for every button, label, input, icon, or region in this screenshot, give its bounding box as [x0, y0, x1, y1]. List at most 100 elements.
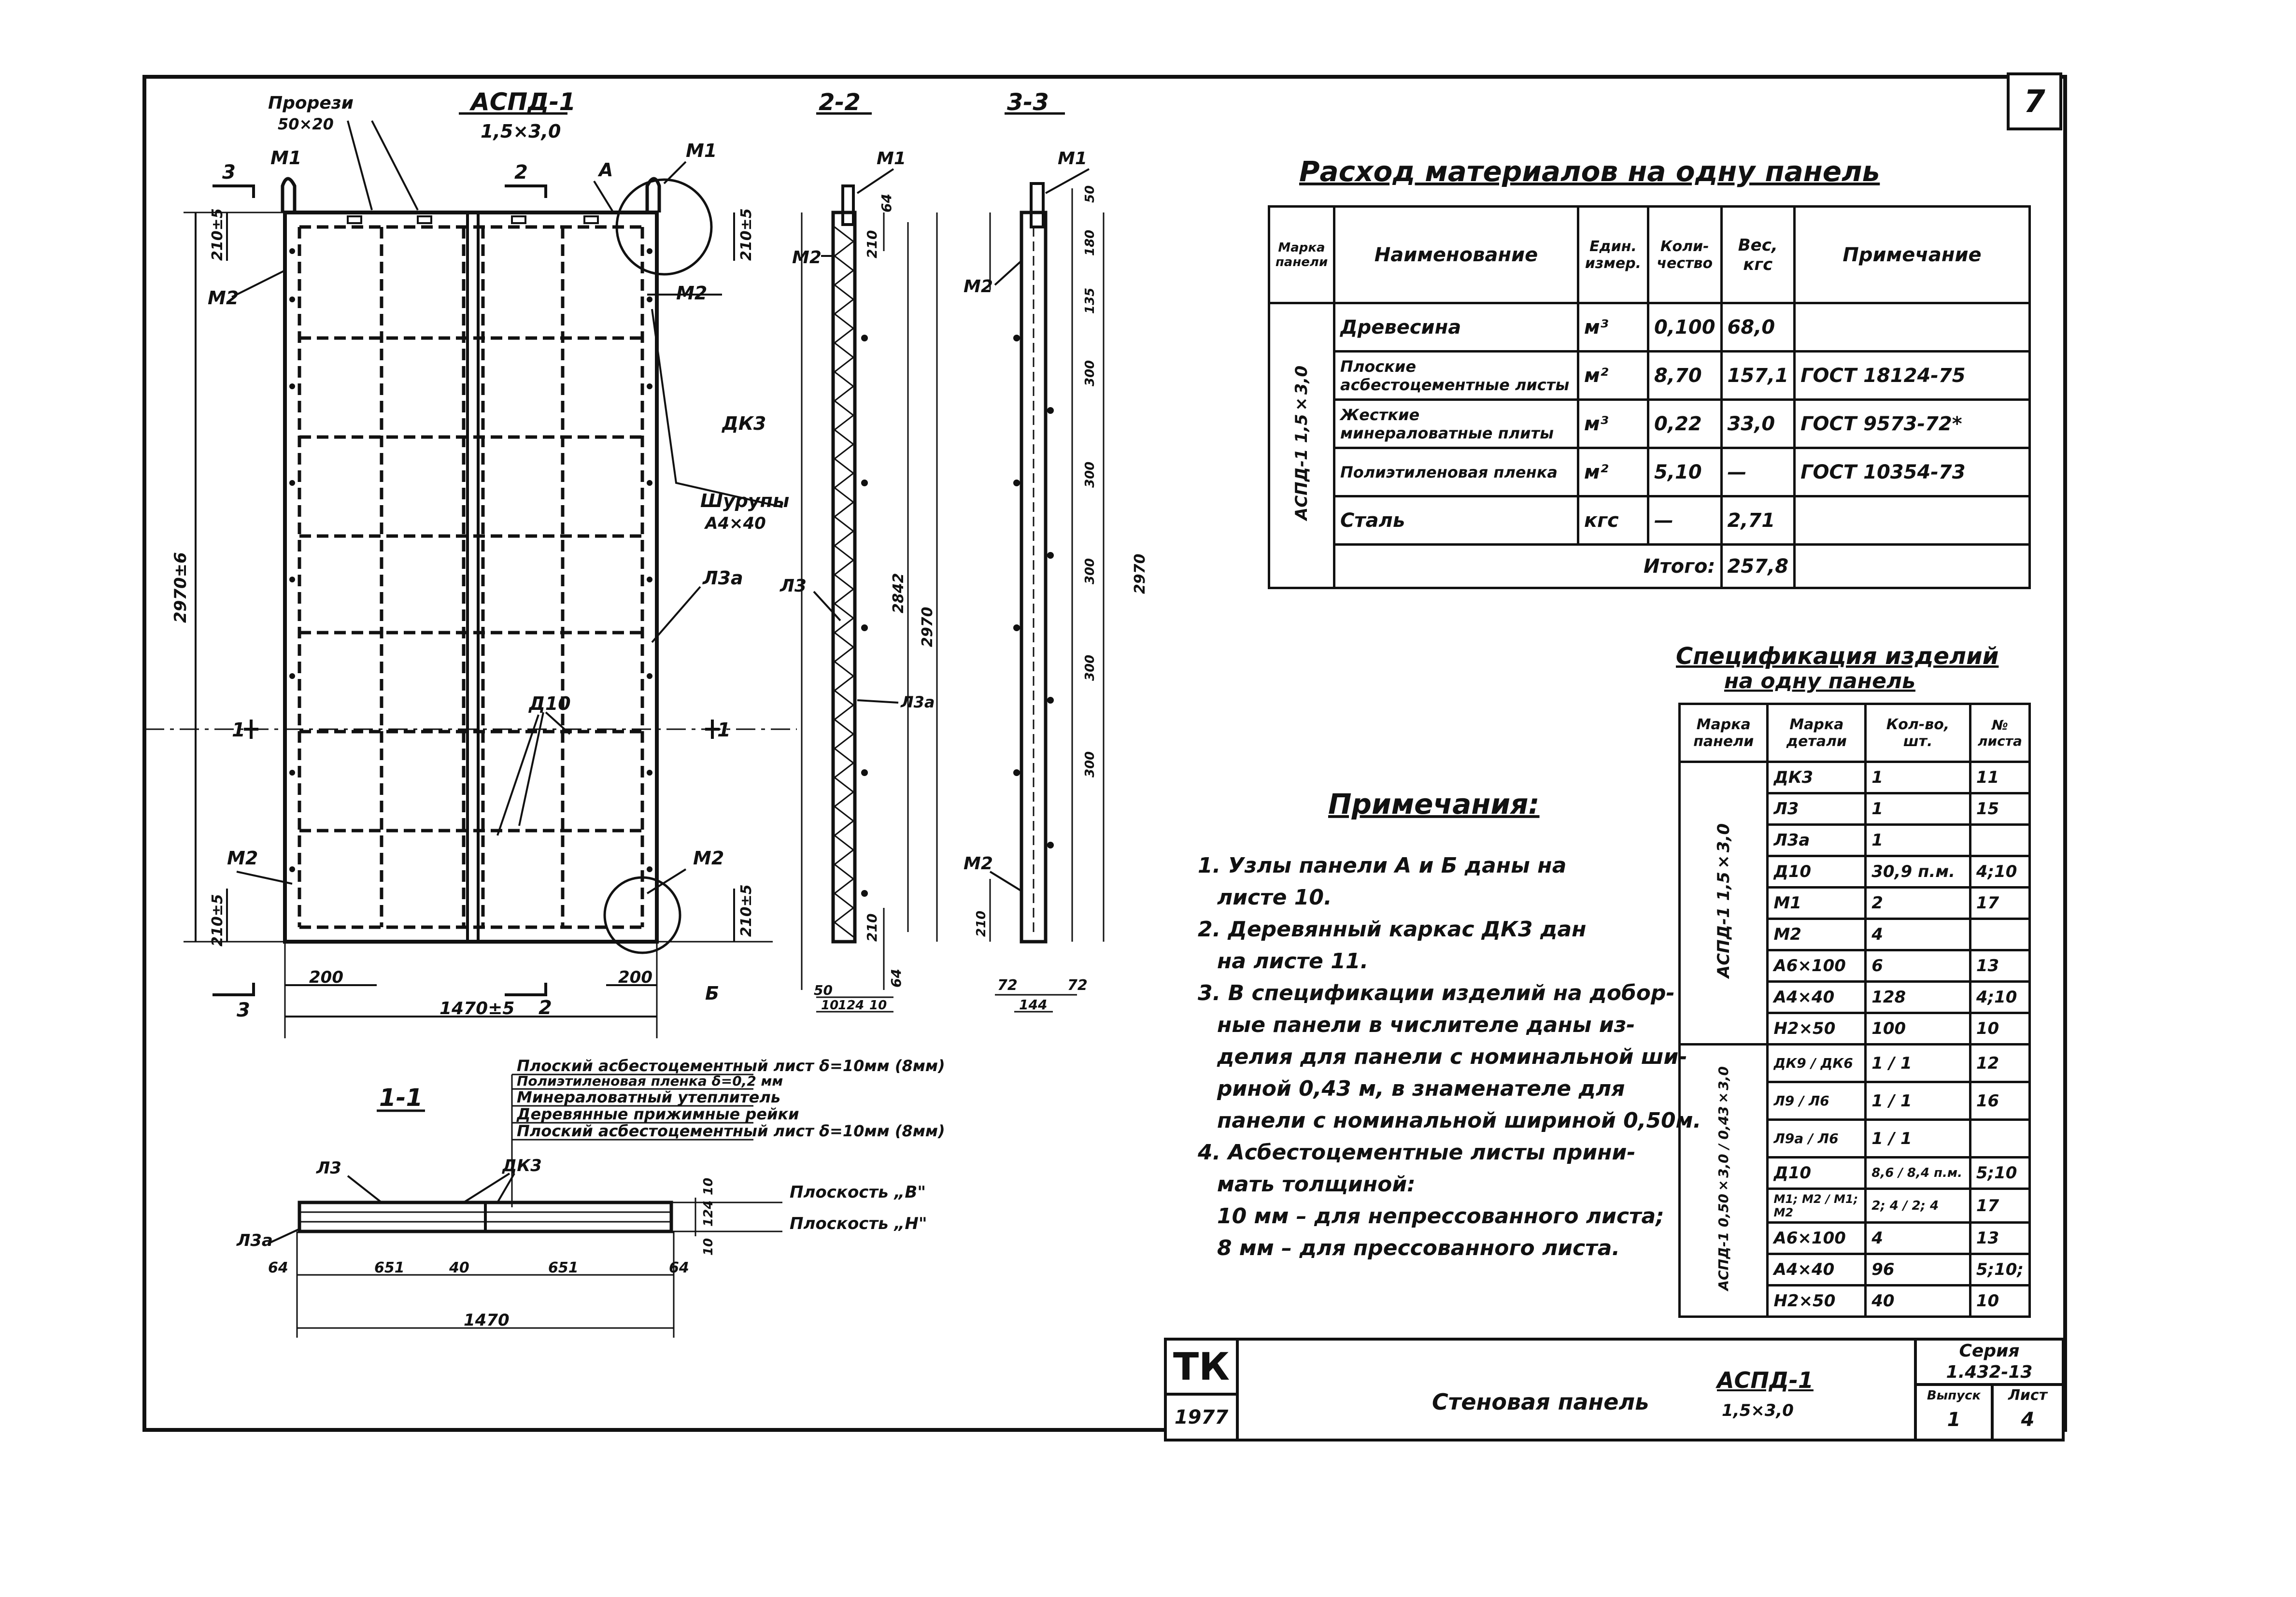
screws-label: Шурупы [700, 490, 789, 511]
issue-cell: Выпуск 1 [1914, 1383, 1994, 1442]
title-panel-size: 1,5×3,0 [1722, 1401, 1794, 1420]
spec-cell: 15 [1969, 792, 2031, 826]
s33-m1: М1 [1058, 149, 1087, 169]
layer-4: Деревянные прижимные рейки [516, 1105, 799, 1123]
mat-cell: ГОСТ 18124-75 [1793, 350, 2031, 401]
layer-2: Полиэтиленовая пленка δ=0,2 мм [517, 1073, 783, 1089]
note-line: риной 0,43 м, в знаменателе для [1217, 1076, 1625, 1101]
note-line: 4. Асбестоцементные листы прини- [1198, 1140, 1636, 1165]
spec-cell: М1; М2 / М1; М2 [1766, 1187, 1867, 1224]
mat-cell: м³ [1577, 302, 1649, 353]
list-label: Лист [2008, 1387, 2048, 1404]
slots-label: Прорези [268, 93, 354, 113]
mat-panel-mark-text: АСПД-1 1,5×3,0 [1292, 366, 1311, 521]
spec-cell: Л3а [1766, 823, 1867, 857]
mat-col-qty: Коли-чество [1647, 205, 1723, 304]
title-block: ТК 1977 Стеновая панель АСПД-1 1,5×3,0 С… [1164, 1338, 2065, 1442]
spec-header-row: Марка панели Марка детали Кол-во, шт. № … [1678, 703, 2031, 763]
s33-m2-top: М2 [964, 277, 993, 297]
table-row: Л9а / Л6 1 / 1 [1680, 1118, 2031, 1159]
screws-size-label: А4×40 [704, 514, 766, 533]
spec-col-sheet: № листа [1969, 703, 2031, 763]
mat-cell: 0,22 [1647, 398, 1723, 449]
stamp-year: 1977 [1174, 1406, 1229, 1428]
cut-2-top: 2 [514, 161, 528, 184]
section-33-title: 3-3 [1007, 89, 1049, 116]
note-line: 3. В спецификации изделий на добор- [1198, 981, 1675, 1005]
table-row: Полиэтиленовая пленка м² 5,10 — ГОСТ 103… [1269, 447, 2031, 497]
s11-dim-v10a: 10 [701, 1178, 716, 1195]
s11-dim-40: 40 [449, 1259, 469, 1276]
dim-bottom: 210±5 [209, 894, 226, 947]
s33-dim-300-5: 300 [1083, 751, 1097, 777]
table-row: А6×100 4 13 [1680, 1221, 2031, 1255]
table-row: Плоские асбестоцементные листы м² 8,70 1… [1269, 350, 2031, 401]
mat-cell: ГОСТ 9573-72* [1793, 398, 2031, 449]
note-line: ные панели в числителе даны из- [1217, 1013, 1635, 1037]
s22-l3a: Л3а [900, 693, 935, 711]
mat-cell: 33,0 [1720, 398, 1796, 449]
s22-dim-b64: 64 [888, 969, 904, 988]
mat-cell: кгс [1577, 495, 1649, 546]
spec-cell: А4×40 [1766, 1253, 1867, 1286]
s33-m2-bottom: М2 [964, 854, 993, 874]
section-22-title: 2-2 [819, 89, 861, 116]
spec-cell: 4;10 [1969, 980, 2031, 1014]
layer-1: Плоский асбестоцементный лист δ=10мм (8м… [517, 1057, 945, 1075]
s11-dim-651b: 651 [548, 1259, 579, 1276]
spec-cell: 128 [1864, 980, 1971, 1014]
s33-dim-300-1: 300 [1083, 360, 1097, 386]
m2-tl-label: М2 [208, 287, 239, 309]
m1-right-label: М1 [686, 140, 717, 161]
spec-cell: 8,6 / 8,4 п.м. [1864, 1156, 1971, 1190]
s33-dim-72a: 72 [997, 977, 1018, 994]
s22-m2: М2 [792, 248, 822, 268]
note-line: на листе 11. [1217, 949, 1369, 974]
screw-points [289, 248, 1054, 897]
l3a-label: Л3а [702, 567, 743, 589]
layer-3: Минераловатный утеплитель [517, 1088, 780, 1106]
spec-cell: 40 [1864, 1284, 1971, 1318]
stamp-org-cell: ТК [1164, 1338, 1239, 1396]
section-33-body [1020, 211, 1048, 944]
layer-5: Плоский асбестоцементный лист δ=10мм (8м… [517, 1122, 945, 1140]
mat-total-label: Итого: [1333, 543, 1723, 589]
note-line: 10 мм – для непрессованного листа; [1217, 1204, 1664, 1229]
mat-cell [1793, 495, 2031, 546]
s22-dim-64: 64 [879, 194, 894, 212]
spec-cell: 4 [1864, 918, 1971, 951]
table-row: А4×40 96 5;10; [1680, 1253, 2031, 1286]
spec-cell: ДК9 / ДК6 [1766, 1043, 1867, 1083]
spec-subtitle: на одну панель [1724, 669, 1915, 693]
spec-cell: 1 [1864, 761, 1971, 794]
spec-cell: 1 / 1 [1864, 1118, 1971, 1159]
spec-cell: 1 / 1 [1864, 1081, 1971, 1121]
s11-l3a: Л3а [236, 1231, 273, 1250]
node-a-label: А [597, 159, 613, 181]
list-cell: Лист 4 [1991, 1383, 2065, 1442]
spec-cell: Н2×50 [1766, 1284, 1867, 1318]
s33-dim-2970: 2970 [1132, 554, 1148, 594]
mat-col-unit: Един. измер. [1577, 205, 1649, 304]
mat-cell: 2,71 [1720, 495, 1796, 546]
spec-cell: 2 [1864, 886, 1971, 920]
table-row: Д10 30,9 п.м. 4;10 [1680, 855, 2031, 889]
table-row: Д10 8,6 / 8,4 п.м. 5;10 [1680, 1156, 2031, 1190]
front-subtitle: 1,5×3,0 [481, 121, 561, 142]
mat-total-value: 257,8 [1720, 543, 1796, 589]
front-title: АСПД-1 [469, 88, 576, 116]
title-panel-mark: АСПД-1 [1717, 1367, 1814, 1393]
spec-cell: 5;10; [1969, 1253, 2031, 1286]
s33-dim-72b: 72 [1067, 977, 1088, 994]
spec-cell: 12 [1969, 1043, 2031, 1083]
note-line: мать толщиной: [1217, 1172, 1416, 1197]
stamp-year-cell: 1977 [1164, 1393, 1239, 1442]
dim-right-top: 210±5 [738, 208, 755, 261]
table-row: М2 4 [1680, 918, 2031, 951]
table-row: АСПД-1 0,50×3,0 / 0,43×3,0 ДК9 / ДК6 1 /… [1678, 1043, 2031, 1318]
spec-col-panel: Марка панели [1678, 703, 1769, 763]
s22-dim-2842: 2842 [890, 573, 907, 614]
spec-cell: 6 [1864, 949, 1971, 983]
mat-col-note: Примечание [1793, 205, 2031, 304]
spec-cell: 1 [1864, 823, 1971, 857]
